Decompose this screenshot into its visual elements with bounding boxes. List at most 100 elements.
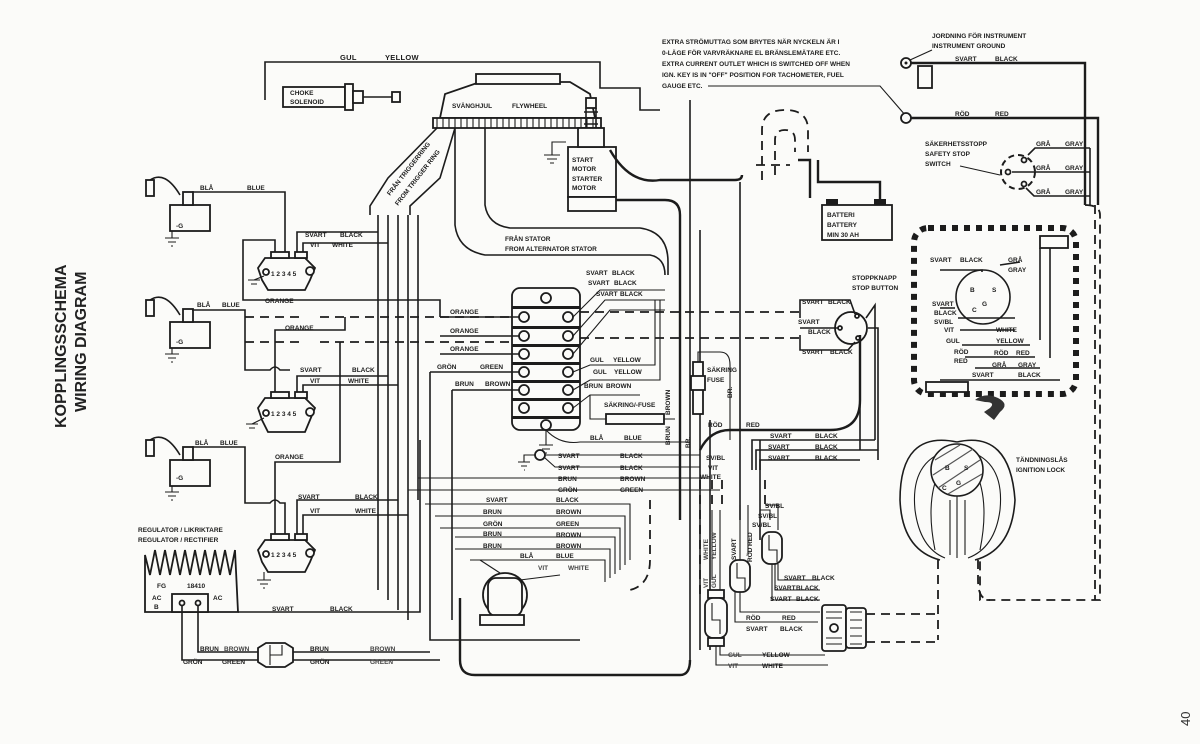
svg-text:SÄKRING/-FUSE: SÄKRING/-FUSE [604,401,656,409]
svg-text:INSTRUMENT GROUND: INSTRUMENT GROUND [932,43,1006,50]
svg-text:SVART: SVART [798,319,820,326]
wire-red [698,335,862,451]
svg-text:RÖD: RÖD [994,348,1009,357]
svg-text:SVART: SVART [768,444,790,451]
terminal-right-wires [572,289,665,409]
svg-text:GREEN: GREEN [556,521,579,528]
svg-text:SVART: SVART [596,291,618,298]
label-gul: GUL [340,53,357,62]
svg-text:BROWN: BROWN [606,383,632,390]
svg-text:SV/BL: SV/BL [758,513,777,520]
svg-text:SVART: SVART [802,299,824,306]
svg-text:ORANGE: ORANGE [450,309,479,316]
svg-text:SVART: SVART [930,257,952,264]
svg-text:BLACK: BLACK [815,444,838,451]
svg-text:BROWN: BROWN [665,389,672,415]
svg-text:BLACK: BLACK [960,257,983,264]
terminal-left-wires [430,316,519,391]
svg-text:RED: RED [1016,350,1030,357]
svg-text:G: G [956,480,961,487]
svg-text:1 2 3 4 5: 1 2 3 4 5 [271,271,297,278]
wire-choke-yellow [264,61,660,111]
svg-text:BLACK: BLACK [780,626,803,633]
svg-text:BLUE: BLUE [222,302,240,309]
alternator [479,559,561,626]
ignition-coil-3: -G BLÅ BLUE [145,436,286,540]
ignition-lock: B S G C TÄNDNINGSLÅS IGNITION LOCK [899,439,1068,561]
svg-text:BLACK: BLACK [815,455,838,462]
svg-text:SAFETY STOP: SAFETY STOP [925,151,971,158]
svg-text:BRUN: BRUN [310,646,329,653]
svg-text:WHITE: WHITE [332,242,354,249]
trigger-ring-conduit [369,127,456,215]
svg-text:WHITE: WHITE [700,474,722,481]
svg-text:BLÅ: BLÅ [520,551,534,560]
svg-text:BROWN: BROWN [370,646,396,653]
wire-starter-battery [608,149,744,182]
stop-button: STOPPKNAPP STOP BUTTON SVART BLACK SVART… [798,275,899,460]
svg-text:MIN 30 AH: MIN 30 AH [827,232,859,239]
stator-conduit [454,128,669,276]
svg-text:BATTERY: BATTERY [827,222,858,229]
svg-text:BLACK: BLACK [556,497,579,504]
ignition-panel: B S G C SVART BLACK GRÅ GRAY SVART BLACK… [911,225,1079,397]
svg-text:BLÅ: BLÅ [200,183,214,192]
svg-text:YELLOW: YELLOW [614,369,643,376]
svg-text:BLUE: BLUE [220,440,238,447]
svg-text:SVART: SVART [955,56,977,63]
svg-text:VIT: VIT [310,378,320,385]
svg-text:BROWN: BROWN [224,646,250,653]
svg-text:SV/BL: SV/BL [934,319,953,326]
svg-text:GRÅ: GRÅ [1036,187,1051,196]
svg-text:RED: RED [747,532,754,546]
svg-text:S: S [964,465,969,472]
svg-text:GREEN: GREEN [480,364,503,371]
svg-text:BLACK: BLACK [620,453,643,460]
svg-text:BRUN: BRUN [455,381,474,388]
svg-text:BLUE: BLUE [624,435,642,442]
svg-text:WHITE: WHITE [348,378,370,385]
svg-text:FG: FG [157,583,166,590]
terminal-block [511,287,581,454]
svg-text:BLUE: BLUE [556,553,574,560]
page-number: 40 [1178,712,1193,726]
svg-text:GRAY: GRAY [1008,267,1027,274]
svg-text:SVART: SVART [770,596,792,603]
svg-text:FRÅN STATOR: FRÅN STATOR [505,234,551,243]
svg-text:SÄKERHETSSTOPP: SÄKERHETSSTOPP [925,140,988,148]
svg-text:STARTER: STARTER [572,176,603,183]
svg-text:SVART: SVART [731,538,738,560]
svg-text:SVART: SVART [558,453,580,460]
svg-text:GRÖN: GRÖN [310,657,330,666]
svg-text:-G: -G [176,339,183,346]
svg-text:-G: -G [176,223,183,230]
svg-text:SVART: SVART [770,433,792,440]
svg-text:SVART: SVART [486,497,508,504]
svg-text:SVART: SVART [305,232,327,239]
svg-text:WHITE: WHITE [996,327,1018,334]
battery-leads [798,158,882,208]
svg-text:BLACK: BLACK [812,575,835,582]
svg-text:BLACK: BLACK [830,349,853,356]
svg-text:SVART: SVART [802,349,824,356]
svg-text:REGULATOR / RECTIFIER: REGULATOR / RECTIFIER [138,537,219,544]
svg-text:ORANGE: ORANGE [275,454,304,461]
svg-text:BROWN: BROWN [485,381,511,388]
svg-text:AC: AC [213,595,223,602]
svg-text:WHITE: WHITE [568,565,590,572]
svg-text:ORANGE: ORANGE [285,325,314,332]
svg-text:START: START [572,157,593,164]
svg-text:GRÅ: GRÅ [1036,139,1051,148]
svg-text:ORANGE: ORANGE [265,298,294,305]
svg-text:VIT: VIT [728,663,738,670]
svg-text:VIT: VIT [538,565,548,572]
svg-text:1 2 3 4 5: 1 2 3 4 5 [271,552,297,559]
svg-text:YELLOW: YELLOW [762,652,791,659]
svg-text:BLACK: BLACK [620,291,643,298]
svg-text:MOTOR: MOTOR [572,185,596,192]
svg-text:G: G [982,301,987,308]
battery-cable-dashed [761,109,809,180]
svg-text:FROM ALTERNATOR STATOR: FROM ALTERNATOR STATOR [505,246,597,253]
svg-text:SVART: SVART [586,270,608,277]
svg-text:BLÅ: BLÅ [590,433,604,442]
